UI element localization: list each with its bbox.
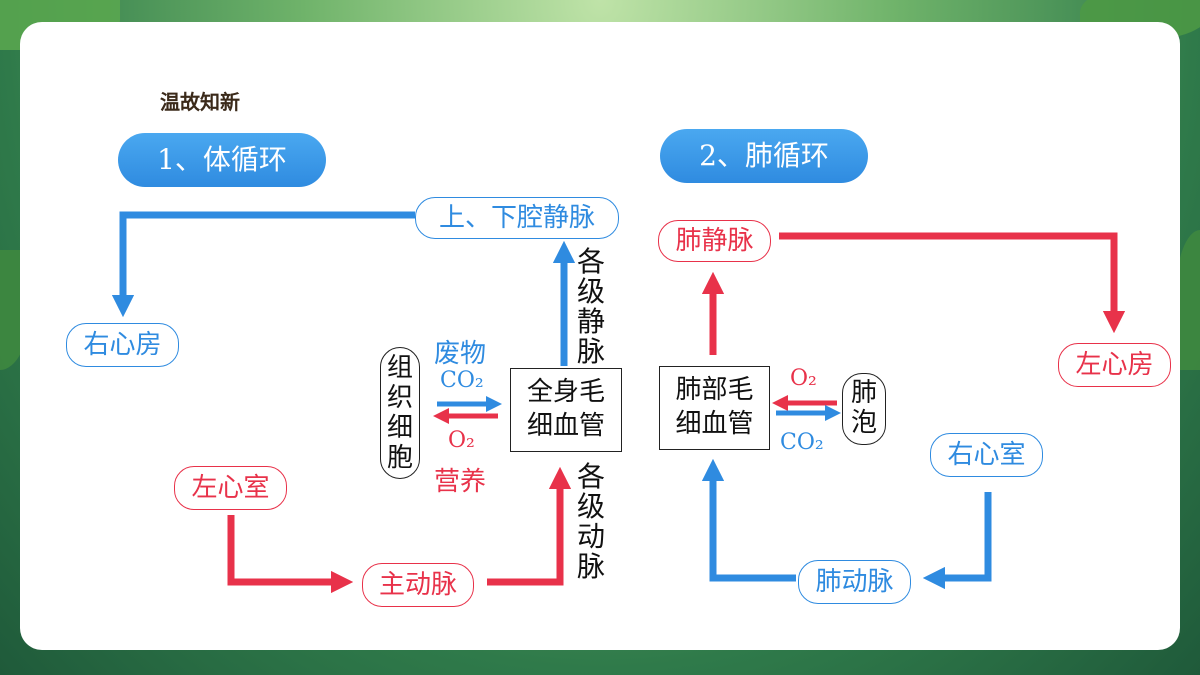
pulmonary-artery-node: 肺动脉 [798, 560, 911, 604]
lung-capillaries-box: 肺部毛 细血管 [659, 366, 770, 450]
section-systemic-circulation: 1、体循环 [118, 133, 326, 187]
arrow-left-ventricle-to-aorta [227, 515, 354, 594]
veins-label: 各级静脉 [576, 245, 605, 368]
o2-label-systemic: O₂ [448, 428, 475, 453]
lung-capillaries-line2: 细血管 [675, 409, 754, 439]
o2-label-pulmonary: O₂ [790, 366, 817, 391]
aorta-node: 主动脉 [362, 563, 474, 607]
co2-label-systemic: CO₂ [440, 368, 484, 393]
tissue-cells-node: 组织细胞 [380, 347, 420, 479]
co2-label-pulmonary: CO₂ [780, 430, 824, 455]
arteries-label: 各级动脉 [576, 460, 605, 583]
right-atrium-node: 右心房 [66, 323, 179, 367]
body-capillaries-box: 全身毛 细血管 [510, 368, 622, 452]
alveoli-node: 肺泡 [842, 373, 886, 445]
body-capillaries-line1: 全身毛 [526, 377, 605, 407]
right-ventricle-node: 右心室 [930, 433, 1043, 477]
arrow-pulmonary-artery-to-capillaries [701, 458, 796, 582]
left-atrium-node: 左心房 [1058, 343, 1171, 387]
body-capillaries-line2: 细血管 [526, 411, 605, 441]
left-ventricle-node: 左心室 [174, 466, 287, 510]
vena-cava-node: 上、下腔静脉 [415, 197, 619, 239]
lung-capillaries-line1: 肺部毛 [675, 375, 754, 405]
waste-label: 废物 [434, 339, 487, 369]
arrow-right-ventricle-to-pulmonary-artery [922, 492, 992, 590]
section-pulmonary-circulation: 2、肺循环 [660, 129, 868, 183]
page-title: 温故知新 [160, 90, 240, 114]
pulmonary-vein-node: 肺静脉 [658, 220, 771, 262]
arrow-aorta-to-capillaries [487, 466, 572, 586]
arrow-vena-cava-to-right-atrium [111, 211, 415, 318]
arrow-pulmonary-vein-to-left-atrium [779, 232, 1126, 334]
nutrients-label: 营养 [434, 467, 487, 497]
